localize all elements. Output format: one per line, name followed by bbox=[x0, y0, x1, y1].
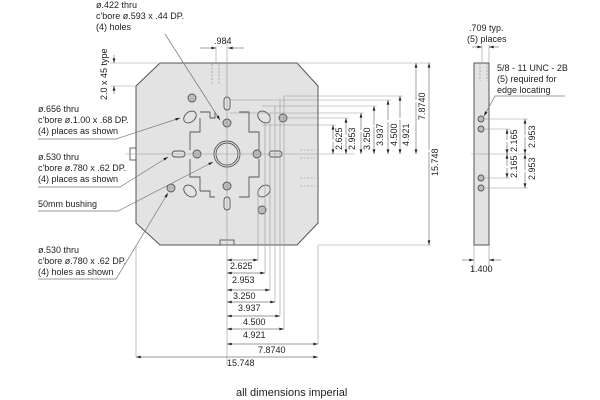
dimension-label: 2.953 bbox=[527, 125, 537, 148]
dimension-label: 15.748 bbox=[430, 148, 440, 176]
dimension-label: (5) required for bbox=[497, 74, 557, 84]
dimension-label: 2.953 bbox=[232, 275, 255, 285]
dimension-label: c'bore ø.1.00 x .68 DP. bbox=[38, 115, 129, 125]
dimension-label: 2.625 bbox=[334, 127, 344, 150]
dimension-label: 2.953 bbox=[347, 127, 357, 150]
dimension-label: 3.937 bbox=[375, 123, 385, 146]
footer-note: all dimensions imperial bbox=[236, 387, 347, 399]
dimension-label: (4) places as shown bbox=[38, 174, 118, 184]
callout-bushing: 50mm bushing bbox=[38, 161, 214, 212]
dimension-label: 4.921 bbox=[401, 123, 411, 146]
dimension-label: edge locating bbox=[497, 85, 551, 95]
dimension-label: 7.8740 bbox=[258, 345, 286, 355]
dimension-label: ø.656 thru bbox=[38, 104, 79, 114]
dimension-label: (4) places as shown bbox=[38, 126, 118, 136]
dimension-label: 15.748 bbox=[227, 358, 255, 368]
callout-top-hole: ø.422 thru c'bore ø.593 x .44 DP. (4) ho… bbox=[96, 0, 221, 121]
dimension-label: 2.625 bbox=[230, 261, 253, 271]
dimension-label: 7.8740 bbox=[417, 92, 427, 120]
dimension-label: 4.921 bbox=[243, 330, 266, 340]
dimension-label: ø.530 thru bbox=[38, 152, 79, 162]
callout-mid-cbore: ø.530 thru c'bore ø.780 x .62 DP. (4) pl… bbox=[38, 152, 169, 188]
dimension-label: c'bore ø.780 x .62 DP. bbox=[38, 163, 126, 173]
dimension-label: .709 typ. bbox=[469, 23, 504, 33]
plate-side-view: .709 typ. (5) places 5/8 - 11 UNC - 2B (… bbox=[462, 23, 568, 274]
dimension-label: c'bore ø.593 x .44 DP. bbox=[96, 11, 184, 21]
vertical-dimensions: 2.625 2.953 3.250 3.937 4.500 4.921 7.87… bbox=[230, 62, 440, 246]
dimension-label: 3.250 bbox=[233, 291, 256, 301]
dimension-label: ø.422 thru bbox=[96, 0, 137, 10]
dimension-label: 2.165 bbox=[509, 129, 519, 152]
dimension-label: 1.400 bbox=[470, 264, 493, 274]
dimension-label: .984 bbox=[214, 36, 232, 46]
dimension-label: c'bore ø.780 x .62 DP. bbox=[38, 256, 126, 266]
dimension-label: 2.953 bbox=[527, 157, 537, 180]
dimension-label: ø.530 thru bbox=[38, 245, 79, 255]
callout-large-cbore: ø.656 thru c'bore ø.1.00 x .68 DP. (4) p… bbox=[38, 104, 181, 140]
dimension-label: 4.500 bbox=[243, 317, 266, 327]
dimension-label: (5) places bbox=[467, 34, 507, 44]
chamfer-dim: 2.0 x 45 type bbox=[99, 48, 160, 100]
dimension-label: 4.500 bbox=[389, 123, 399, 146]
dimension-label: 2.0 x 45 type bbox=[99, 48, 109, 100]
dimension-label: 3.250 bbox=[362, 127, 372, 150]
dimension-label: (4) holes bbox=[96, 22, 132, 32]
callout-low-cbore: ø.530 thru c'bore ø.780 x .62 DP. (4) ho… bbox=[38, 192, 169, 280]
dimension-label: 50mm bushing bbox=[38, 199, 97, 209]
slot-width-dim: .984 bbox=[200, 36, 244, 63]
dimension-label: 2.165 bbox=[509, 155, 519, 178]
dimension-label: 5/8 - 11 UNC - 2B bbox=[497, 63, 568, 73]
dimension-label: (4) holes as shown bbox=[38, 267, 114, 277]
horizontal-dimensions: 2.625 2.953 3.250 3.937 4.500 4.921 7.87… bbox=[135, 96, 319, 368]
dimension-label: 3.937 bbox=[238, 303, 261, 313]
